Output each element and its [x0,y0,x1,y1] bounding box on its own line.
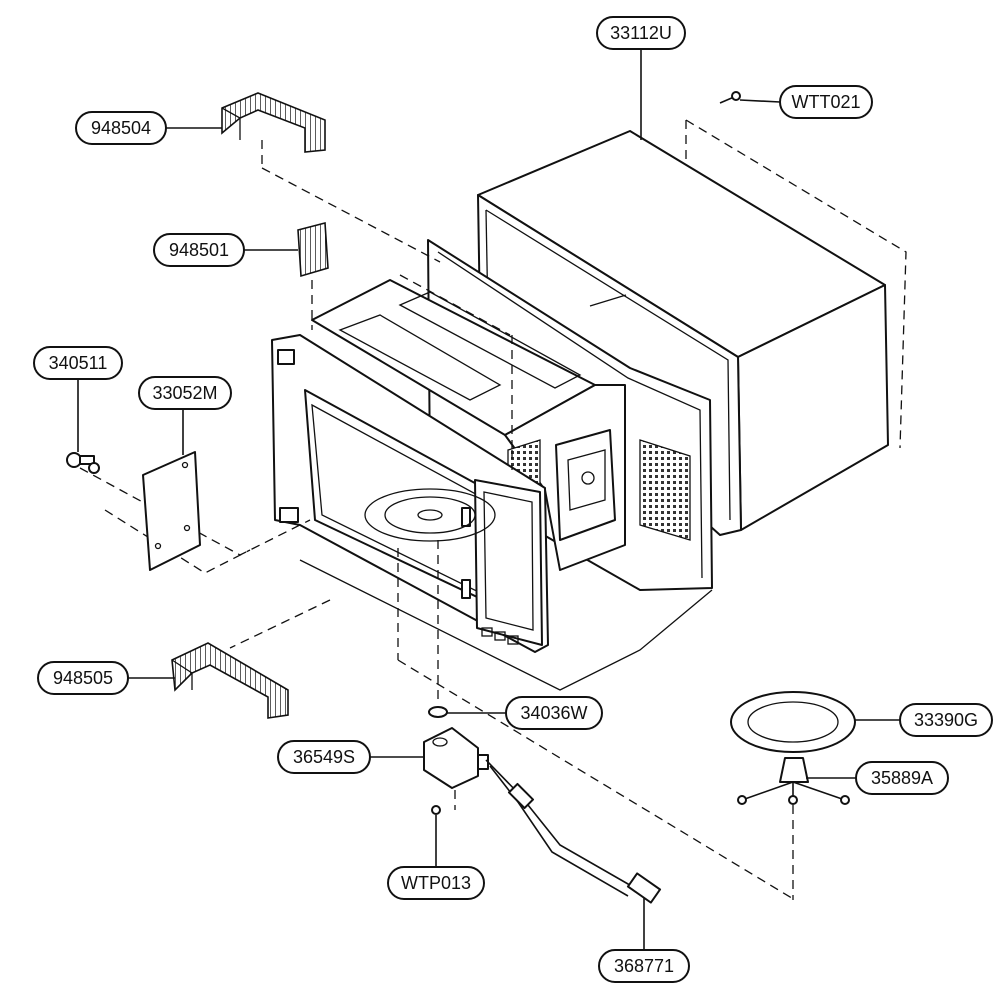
screw-WTP013 [431,805,441,830]
callout-35889A: 35889A [806,761,949,795]
roller-guide-35889A [737,757,850,805]
plate-33052M [142,451,201,571]
callout-WTP013: WTP013 [387,830,485,900]
pad-948501 [297,221,329,278]
callout-948504: 948504 [75,111,222,145]
callout-368771: 368771 [598,898,690,983]
washer-34036W [428,706,448,718]
callout-948505: 948505 [37,661,175,695]
control-bracket [555,429,616,541]
callout-label: 948504 [91,118,151,138]
callout-label: 948501 [169,240,229,260]
callout-label: 33052M [152,383,217,403]
rear-vent-grille [639,439,691,541]
turntable-33390G [730,691,856,753]
callout-label: 36549S [293,747,355,767]
callout-WTT021: WTT021 [739,85,873,119]
callout-label: WTP013 [401,873,471,893]
callout-label: WTT021 [791,92,860,112]
screw-WTT021 [719,91,741,104]
callout-label: 368771 [614,956,674,976]
callout-33052M: 33052M [138,376,232,455]
gasket-948505 [171,642,289,719]
callout-label: 35889A [871,768,933,788]
callout-36549S: 36549S [277,740,424,774]
screw-340511 [66,452,100,474]
harness-368771 [485,759,662,904]
callout-34036W: 34036W [447,696,603,730]
callout-948501: 948501 [153,233,298,267]
callout-label: 33390G [914,710,978,730]
alignment-lines [79,140,796,901]
motor-36549S [423,727,489,789]
callout-label: 33112U [610,23,672,43]
callout-33112U: 33112U [596,16,686,140]
inner-chassis [271,239,713,691]
callout-340511: 340511 [33,346,123,452]
gasket-948504 [221,92,326,153]
callout-33390G: 33390G [855,703,993,737]
callout-label: 948505 [53,668,113,688]
callout-label: 34036W [520,703,587,723]
callout-label: 340511 [49,353,108,373]
